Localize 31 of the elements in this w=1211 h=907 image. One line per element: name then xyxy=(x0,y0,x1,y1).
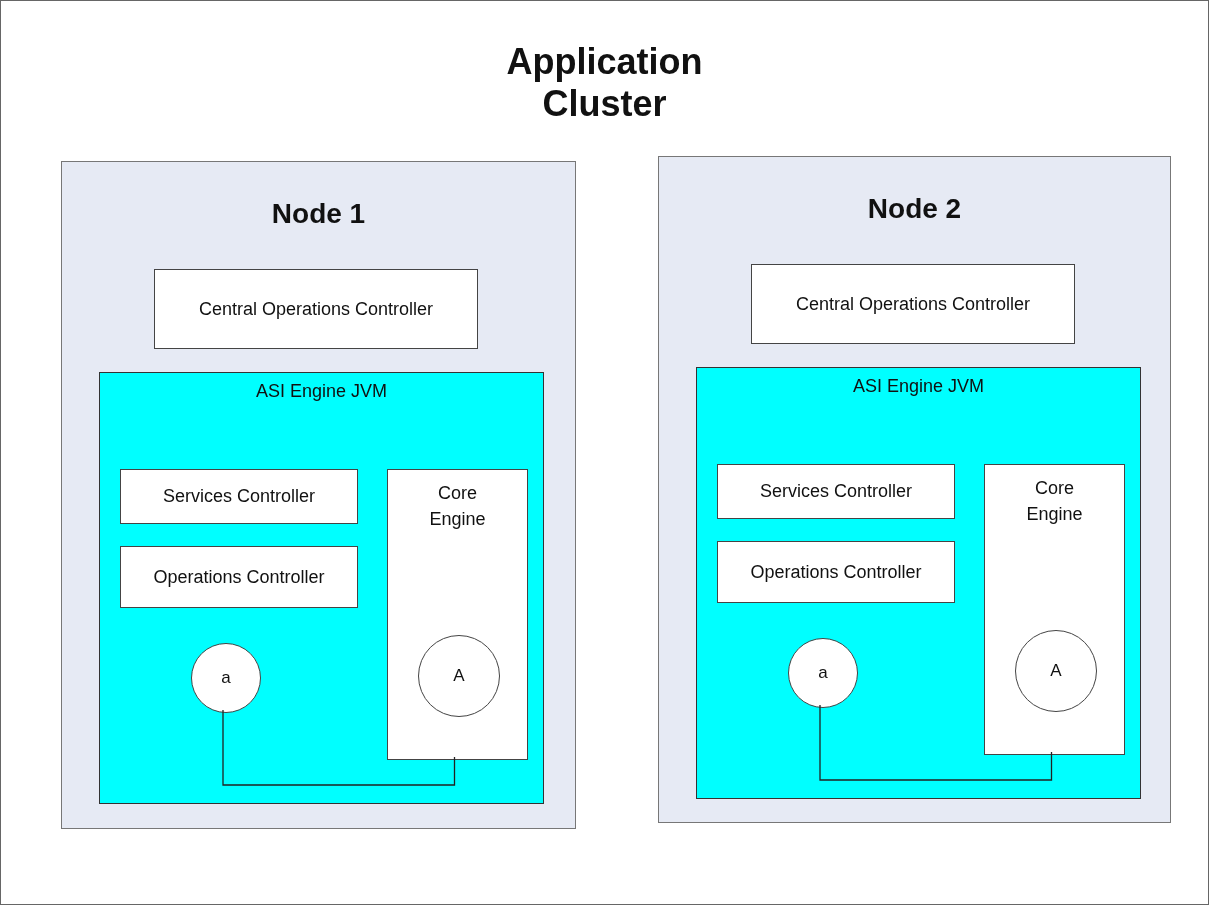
box-label: Services Controller xyxy=(162,486,316,507)
node-panel xyxy=(658,156,1171,823)
box-label: Central Operations Controller xyxy=(198,298,434,320)
component-box xyxy=(751,264,1075,344)
jvm-container xyxy=(696,367,1141,799)
component-box xyxy=(717,464,955,519)
component-box xyxy=(120,469,358,524)
connector-line xyxy=(819,704,1053,781)
circle-label: A xyxy=(1050,661,1062,681)
box-label: Central Operations Controller xyxy=(795,293,1031,315)
box-label: Services Controller xyxy=(759,481,913,502)
panel-title: Node 2 xyxy=(867,193,962,225)
circle-label: a xyxy=(818,663,828,683)
box-label: Core Engine xyxy=(428,482,487,531)
component-box xyxy=(717,541,955,603)
component-box xyxy=(120,546,358,608)
cluster-label: Application Cluster xyxy=(505,41,704,125)
container-label: ASI Engine JVM xyxy=(255,381,388,402)
engine-box xyxy=(387,469,528,760)
circle-label: A xyxy=(453,666,465,686)
component-box xyxy=(154,269,478,349)
container-label: ASI Engine JVM xyxy=(852,376,985,397)
circle-label: a xyxy=(221,668,231,688)
panel-title: Node 1 xyxy=(271,198,366,230)
jvm-container xyxy=(99,372,544,804)
node-panel xyxy=(61,161,576,829)
engine-box xyxy=(984,464,1125,755)
connector-line xyxy=(222,709,456,786)
box-label: Operations Controller xyxy=(153,566,325,588)
box-label: Core Engine xyxy=(1025,477,1084,526)
box-label: Operations Controller xyxy=(750,561,922,583)
